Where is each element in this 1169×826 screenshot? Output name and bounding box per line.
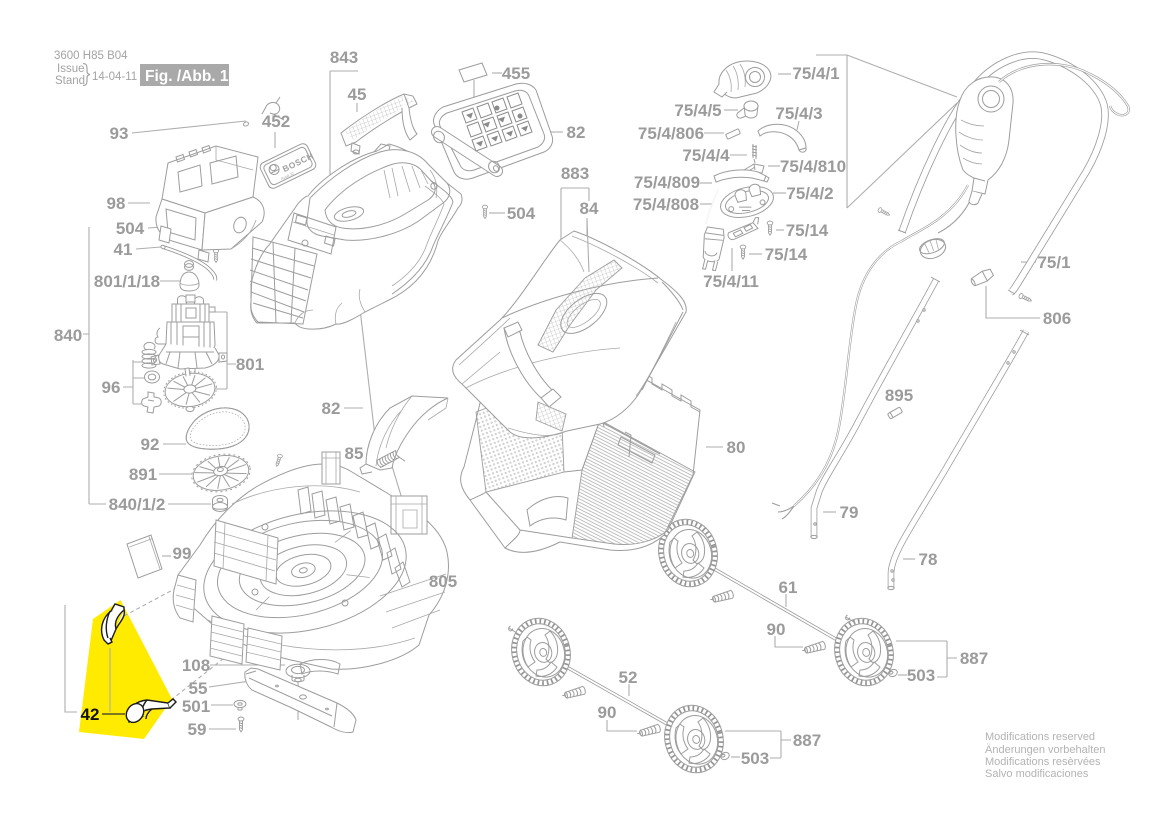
svg-text:96: 96 [102, 378, 121, 397]
svg-text:806: 806 [1043, 309, 1071, 328]
svg-text:75/4/810: 75/4/810 [780, 157, 846, 176]
svg-text:501: 501 [182, 697, 210, 716]
svg-text:503: 503 [741, 749, 769, 768]
svg-text:82: 82 [567, 123, 586, 142]
svg-text:75/4/2: 75/4/2 [786, 184, 833, 203]
svg-text:Modifications resèrvées: Modifications resèrvées [985, 756, 1101, 768]
svg-text:41: 41 [114, 240, 133, 259]
svg-text:92: 92 [141, 435, 160, 454]
svg-text:108: 108 [182, 656, 210, 675]
svg-text:82: 82 [322, 399, 341, 418]
svg-text:75/1: 75/1 [1037, 253, 1070, 272]
svg-text:504: 504 [507, 204, 536, 223]
svg-text:75/4/4: 75/4/4 [682, 146, 730, 165]
svg-text:Rotak 32: Rotak 32 [280, 171, 294, 181]
svg-text:61: 61 [779, 578, 798, 597]
svg-text:45: 45 [348, 85, 367, 104]
svg-text:Issue: Issue [57, 63, 85, 75]
svg-text:801: 801 [236, 355, 264, 374]
svg-text:504: 504 [116, 219, 145, 238]
svg-text:75/4/5: 75/4/5 [674, 101, 721, 120]
svg-text:55: 55 [189, 679, 208, 698]
svg-text:887: 887 [960, 649, 988, 668]
svg-text:75/4/1: 75/4/1 [792, 64, 839, 83]
svg-text:90: 90 [767, 620, 786, 639]
svg-text:Salvo modificaciones: Salvo modificaciones [985, 768, 1089, 780]
svg-text:75/14: 75/14 [786, 221, 829, 240]
svg-text:Änderungen vorbehalten: Änderungen vorbehalten [985, 744, 1105, 756]
svg-text:42: 42 [81, 705, 100, 724]
svg-text:75/4/11: 75/4/11 [703, 272, 759, 291]
svg-text:Modifications reserved: Modifications reserved [985, 731, 1095, 743]
svg-text:59: 59 [188, 720, 207, 739]
svg-text:Stand: Stand [55, 75, 85, 87]
svg-text:503: 503 [907, 666, 935, 685]
svg-text:75/4/809: 75/4/809 [634, 173, 700, 192]
svg-text:895: 895 [885, 386, 913, 405]
svg-text:Fig. /Abb. 1: Fig. /Abb. 1 [145, 68, 229, 85]
svg-text:805: 805 [429, 572, 457, 591]
svg-text:79: 79 [840, 503, 859, 522]
svg-text:98: 98 [107, 194, 126, 213]
svg-text:840: 840 [54, 326, 82, 345]
svg-text:80: 80 [727, 438, 746, 457]
svg-text:455: 455 [502, 64, 530, 83]
svg-text:887: 887 [793, 731, 821, 750]
svg-text:452: 452 [262, 112, 290, 131]
svg-text:75/4/806: 75/4/806 [638, 124, 704, 143]
svg-text:840/1/2: 840/1/2 [109, 495, 166, 514]
svg-text:78: 78 [919, 550, 938, 569]
svg-text:75/14: 75/14 [765, 245, 808, 264]
svg-text:891: 891 [129, 465, 157, 484]
svg-text:90: 90 [598, 703, 617, 722]
svg-text:93: 93 [110, 124, 129, 143]
svg-text:85: 85 [345, 444, 364, 463]
svg-text:52: 52 [619, 668, 638, 687]
svg-text:3600 H85 B04: 3600 H85 B04 [54, 50, 128, 62]
svg-text:84: 84 [580, 199, 599, 218]
svg-text:14-04-11: 14-04-11 [92, 71, 137, 83]
svg-text:843: 843 [330, 48, 358, 67]
svg-text:801/1/18: 801/1/18 [94, 272, 160, 291]
svg-text:75/4/3: 75/4/3 [775, 104, 822, 123]
svg-text:99: 99 [173, 544, 192, 563]
svg-text:75/4/808: 75/4/808 [633, 195, 699, 214]
svg-text:883: 883 [561, 164, 589, 183]
